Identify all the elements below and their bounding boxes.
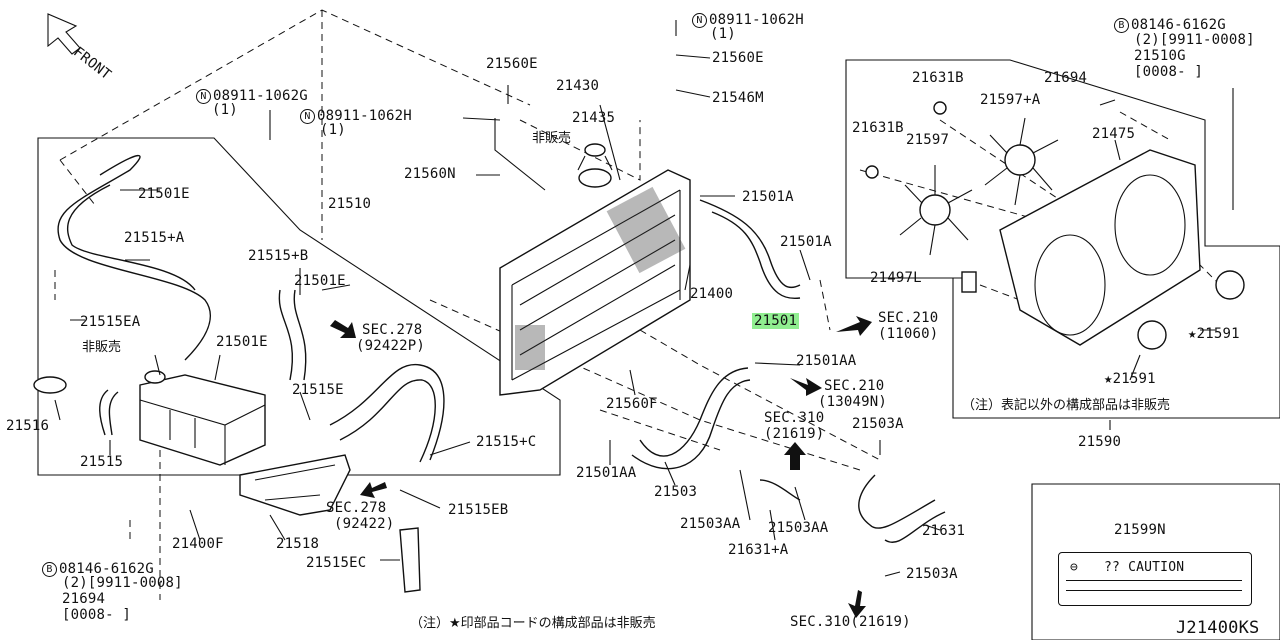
label-21400: 21400 [690,286,734,302]
label-sec210-sub: (11060) [878,326,939,342]
label-hihanbai-tank: 非販売 [82,340,122,355]
reservoir-group-frame [37,137,561,476]
label-21501-highlighted[interactable]: 21501 [752,313,800,329]
label-21510: 21510 [328,196,372,212]
label-21503a: 21503A [906,566,958,582]
label-qty: (1) [320,122,346,138]
label-21435: 21435 [572,110,616,126]
label-21503: 21503 [654,484,698,500]
label-21694-right: 21694 [1044,70,1088,86]
label-sec210: SEC.210 [878,310,939,326]
label-qty-range: (2)[9911-0008] [1134,32,1255,48]
label-21631b: 21631B [852,120,904,136]
label-21516: 21516 [6,418,50,434]
label-sec210: SEC.210 [824,378,885,394]
front-arrow-icon [47,13,81,55]
label-21631: 21631 [922,523,966,539]
label-21590: 21590 [1078,434,1122,450]
label-sec278-sub: (92422P) [356,338,426,354]
label-sec310: SEC.310 [764,410,825,426]
caution-frame [1031,483,1280,640]
label-21560e-top: 21560E [712,50,764,66]
nissan-logo-icon: ⊖ [1070,560,1079,575]
fan-blade-21597 [899,165,973,256]
label-21503aa: 21503AA [768,520,829,536]
b-circle-icon: B [42,562,57,577]
label-21591: ★21591 [1188,326,1240,342]
label-21515ec: 21515EC [306,555,367,571]
label-21501a: 21501A [780,234,832,250]
label-21501e: 21501E [294,273,346,289]
label-21515e: 21515E [292,382,344,398]
n-circle-icon: N [692,13,707,28]
caution-part-number: 21599N [1114,522,1166,538]
reservoir-tank [139,370,266,466]
label-21560f: 21560F [606,396,658,412]
label-hihanbai-cap: 非販売 [532,131,572,146]
label-21597a: 21597+A [980,92,1041,108]
label-21501aa: 21501AA [796,353,857,369]
label-21501e: 21501E [216,334,268,350]
label-21515c: 21515+C [476,434,537,450]
label-sec310-bottom: SEC.310(21619) [790,614,911,630]
label-21503aa: 21503AA [680,516,741,532]
label-21515eb: 21515EB [448,502,509,518]
label-qty-range: (2)[9911-0008] [62,575,183,591]
fan-note: （注）表記以外の構成部品は非販売 [962,398,1171,413]
label-range: [0008- ] [1134,64,1204,80]
bottom-note: （注）★印部品コードの構成部品は非販売 [410,616,656,631]
label-21515: 21515 [80,454,124,470]
label-qty: (1) [212,102,238,118]
label-sec310-sub: (21619) [764,426,825,442]
fan-blade-21597a [984,117,1059,206]
b-circle-icon: B [1114,18,1129,33]
label-21501a: 21501A [742,189,794,205]
label-21518: 21518 [276,536,320,552]
label-21694-left: 21694 [62,591,106,607]
label-21497l: 21497L [870,270,922,286]
label-21560e-mid: 21560E [486,56,538,72]
caution-divider [1066,590,1242,591]
label-21597: 21597 [906,132,950,148]
label-21515a: 21515+A [124,230,185,246]
label-21515b: 21515+B [248,248,309,264]
label-sec278: SEC.278 [326,500,387,516]
label-21631a: 21631+A [728,542,789,558]
label-21501aa: 21501AA [576,465,637,481]
label-21475: 21475 [1092,126,1136,142]
label-21631b: 21631B [912,70,964,86]
label-sec210-sub: (13049N) [818,394,888,410]
caution-label [1058,552,1252,606]
sheet-code: J21400KS [1176,618,1260,638]
label-21503a: 21503A [852,416,904,432]
label-sec278: SEC.278 [362,322,423,338]
fan-shroud-frame [845,59,1280,419]
label-21591: ★21591 [1104,371,1156,387]
label-21546m: 21546M [712,90,764,106]
radiator-core [499,169,691,396]
label-21400f: 21400F [172,536,224,552]
label-21515ea: 21515EA [80,314,141,330]
n-circle-icon: N [300,109,315,124]
label-21510g: 21510G [1134,48,1186,64]
n-circle-icon: N [196,89,211,104]
label-qty: (1) [710,26,736,42]
label-21560n: 21560N [404,166,456,182]
label-21501e: 21501E [138,186,190,202]
label-sec278-sub: (92422) [334,516,395,532]
caution-text: ?? CAUTION [1104,560,1185,575]
fan-shroud [999,149,1201,346]
label-21430: 21430 [556,78,600,94]
caution-divider [1066,580,1242,581]
label-range: [0008- ] [62,607,132,623]
